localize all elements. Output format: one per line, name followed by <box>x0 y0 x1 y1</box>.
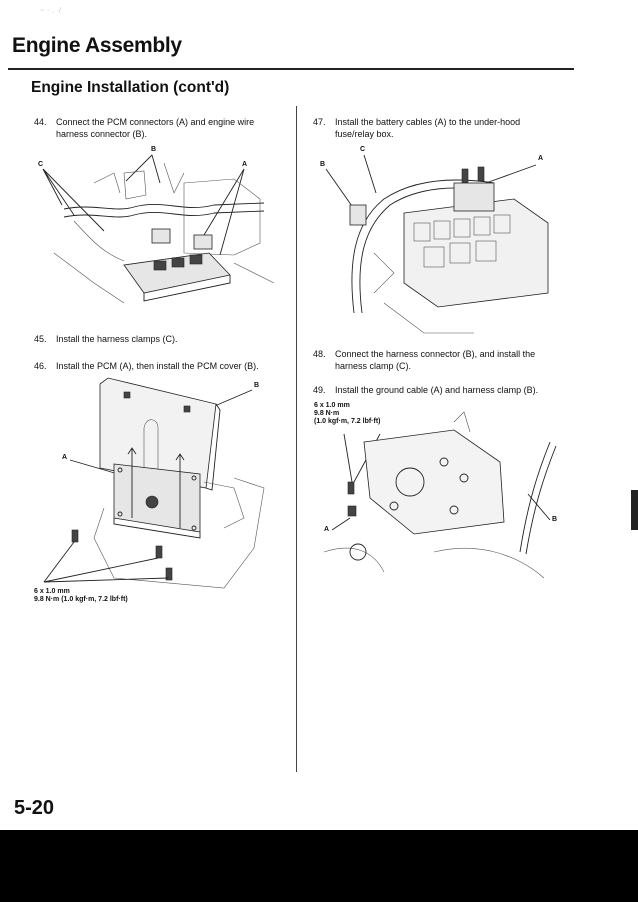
callout-a: A <box>62 454 68 461</box>
torque-value: 9.8 N·m (1.0 kgf·m, 7.2 lbf·ft) <box>34 596 128 603</box>
step-text-cont: fuse/relay box. <box>335 129 394 139</box>
battery-cables-illustration <box>325 154 549 334</box>
torque-conversion: (1.0 kgf·m, 7.2 lbf·ft) <box>314 418 381 425</box>
callout-b: B <box>552 516 558 523</box>
step-number: 49. <box>313 385 326 395</box>
callout-a: A <box>242 161 248 168</box>
bolt-size: 6 x 1.0 mm <box>314 402 350 409</box>
step-text-cont: harness clamp (C). <box>335 361 412 371</box>
step-text: Install the PCM (A), then install the PC… <box>56 361 259 371</box>
sub-title: Engine Installation (cont'd) <box>31 79 230 96</box>
callout-a: A <box>538 155 544 162</box>
callout-a: A <box>324 526 330 533</box>
pcm-connectors-illustration <box>42 154 275 304</box>
step-text: Connect the harness connector (B), and i… <box>335 349 536 359</box>
header-rule <box>8 68 574 70</box>
callout-c: C <box>360 146 366 153</box>
callout-b: B <box>151 146 157 153</box>
step-text-cont: harness connector (B). <box>56 129 148 139</box>
bolt-size: 6 x 1.0 mm <box>34 588 70 595</box>
torque-value: 9.8 N·m <box>314 410 340 417</box>
figure-battery-cables: C B A <box>314 143 564 339</box>
step-47: 47. Install the battery cables (A) to the… <box>313 116 573 140</box>
torque-spec: 6 x 1.0 mm 9.8 N·m (1.0 kgf·m, 7.2 lbf·f… <box>34 588 128 604</box>
callout-b: B <box>320 161 326 168</box>
callout-b: B <box>254 382 260 389</box>
torque-spec: 6 x 1.0 mm 9.8 N·m (1.0 kgf·m, 7.2 lbf·f… <box>314 402 381 426</box>
step-44: 44. Connect the PCM connectors (A) and en… <box>34 116 284 140</box>
column-divider <box>296 106 297 772</box>
figure-pcm-cover: B A 6 x 1.0 mm 9.8 N·m (1.0 kgf·m, 7.2 l… <box>34 377 284 614</box>
pcm-cover-illustration <box>43 377 265 589</box>
step-45: 45. Install the harness clamps (C). <box>34 333 284 345</box>
step-text: Install the ground cable (A) and harness… <box>335 385 539 395</box>
step-text: Install the harness clamps (C). <box>56 334 178 344</box>
step-text: Install the battery cables (A) to the un… <box>335 117 521 127</box>
step-48: 48. Connect the harness connector (B), an… <box>313 348 573 372</box>
section-title: Engine Assembly <box>12 34 182 57</box>
figure-ground-cable: 6 x 1.0 mm 9.8 N·m (1.0 kgf·m, 7.2 lbf·f… <box>314 402 568 579</box>
step-49: 49. Install the ground cable (A) and harn… <box>313 384 573 396</box>
callout-c: C <box>38 161 44 168</box>
page-number: 5-20 <box>14 797 55 819</box>
step-number: 47. <box>313 117 326 127</box>
step-number: 45. <box>34 334 47 344</box>
scan-edge <box>631 490 638 530</box>
step-text: Connect the PCM connectors (A) and engin… <box>56 117 255 127</box>
step-number: 46. <box>34 361 47 371</box>
step-46: 46. Install the PCM (A), then install the… <box>34 360 289 372</box>
scan-black-border <box>0 830 638 902</box>
step-number: 48. <box>313 349 326 359</box>
scan-artifact: ~ · . ·/ <box>40 6 62 15</box>
step-number: 44. <box>34 117 47 127</box>
figure-pcm-connectors: B C A <box>34 143 284 315</box>
ground-cable-illustration <box>323 411 557 579</box>
